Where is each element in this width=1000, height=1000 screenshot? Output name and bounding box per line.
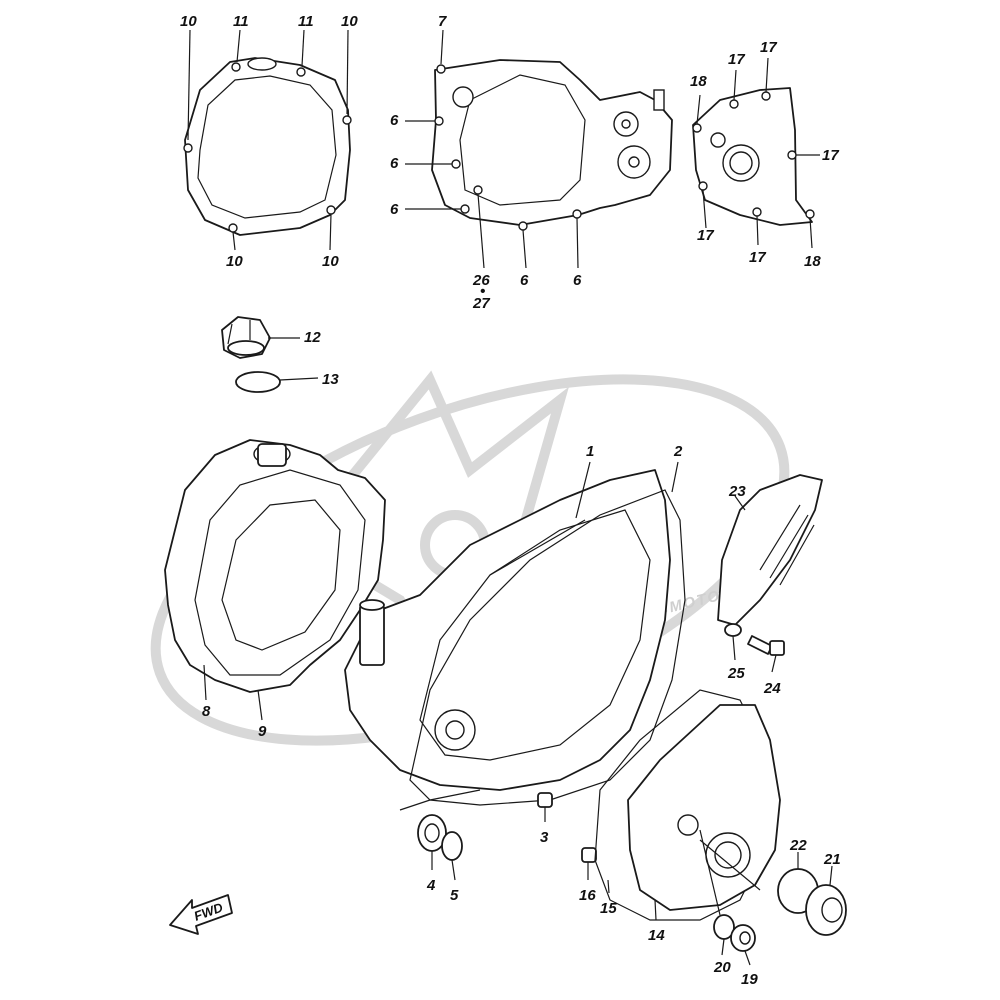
gasket-magneto-cover [692,87,815,226]
callout-5: 5 [450,887,459,904]
callout-18: 18 [804,253,821,270]
callout-10: 10 [180,13,197,30]
callout-17: 17 [749,249,766,266]
callout-6: 6 [390,155,399,172]
drain-plug [730,924,756,952]
callout-26: 26 [472,272,490,289]
callout-23: 23 [728,483,746,500]
gasket-crankcase [431,59,673,231]
callout-separator: • [480,283,485,300]
callout-8: 8 [202,703,211,720]
magneto-cap [805,884,847,936]
callout-4: 4 [426,877,436,894]
callout-15: 15 [600,900,617,917]
bolt [747,635,785,656]
callout-17: 17 [760,39,777,56]
callout-18: 18 [690,73,707,90]
callout-17: 17 [822,147,839,164]
callout-11: 11 [233,13,249,30]
callout-25: 25 [727,665,745,682]
callout-17: 17 [697,227,714,244]
forward-direction-arrow-icon: FWD [169,894,233,935]
callout-17: 17 [728,51,745,68]
callout-10: 10 [341,13,358,30]
callout-19: 19 [741,971,758,988]
callout-7: 7 [438,13,447,30]
callout-22: 22 [789,837,807,854]
leader-lines [187,29,833,966]
callout-1: 1 [586,443,594,460]
oring-filler [235,371,281,393]
gasket-crankcase-large [409,489,686,806]
clutch-cover [164,439,386,693]
dowel-pin [537,792,553,808]
callout-27: 27 [472,295,490,312]
callout-11: 11 [298,13,314,30]
callout-10: 10 [322,253,339,270]
circlip [441,831,463,861]
callout-numbers: 10 11 11 10 10 10 7 6 6 6 26 • 27 6 6 18… [180,13,841,988]
crankcase-left [344,469,671,791]
dowel-pin-2 [581,847,597,863]
magneto-cover [627,704,781,911]
callout-12: 12 [304,329,321,346]
callout-13: 13 [322,371,339,388]
oil-filler-cap [221,316,271,359]
callout-10: 10 [226,253,243,270]
washer [724,623,742,637]
callout-6: 6 [390,112,399,129]
callout-16: 16 [579,887,596,904]
callout-9: 9 [258,723,267,740]
chain-guide-cover [717,474,823,626]
callout-14: 14 [648,927,665,944]
callout-24: 24 [763,680,781,697]
callout-21: 21 [823,851,841,868]
callout-3: 3 [540,829,549,846]
callout-6: 6 [573,272,582,289]
callout-20: 20 [713,959,731,976]
callout-6: 6 [390,201,399,218]
callout-6: 6 [520,272,529,289]
callout-2: 2 [673,443,683,460]
gasket-clutch-cover [183,57,352,236]
